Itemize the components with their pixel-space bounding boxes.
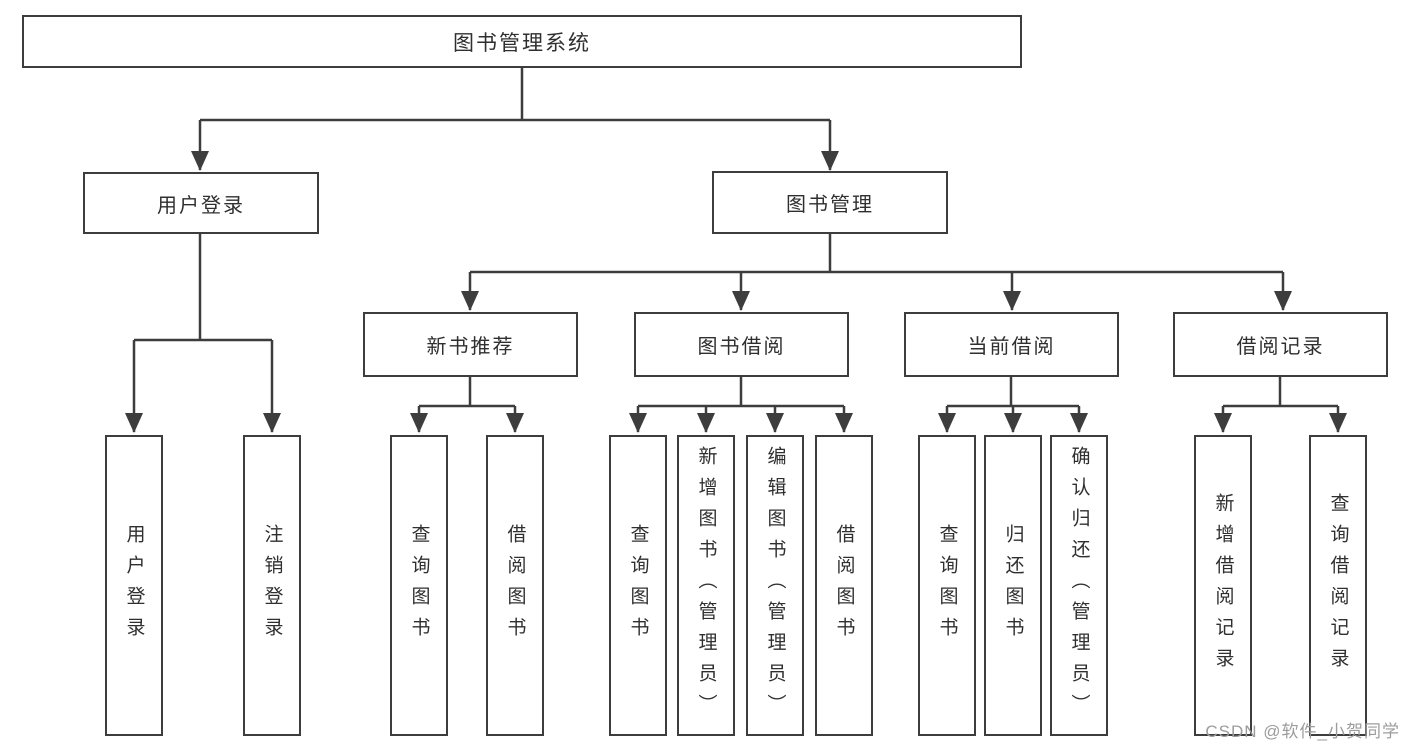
node-root-system: 图书管理系统 [22,15,1022,68]
node-book-borrowing: 图书借阅 [634,312,849,377]
node-book-management: 图书管理 [712,171,948,234]
connector-current-to-leaves [938,377,1088,433]
csdn-watermark: CSDN @软件_小贺同学 [1205,722,1400,741]
leaf-confirm-return-admin-label: 确认归还（管理员） [1068,446,1090,725]
leaf-query-books-1: 查询图书 [390,435,448,736]
node-current-borrowing: 当前借阅 [904,312,1119,377]
connector-bookmgmt-to-level3 [461,234,1292,311]
leaf-user-login-label: 用户登录 [123,523,145,648]
leaf-return-books-label: 归还图书 [1002,523,1024,648]
leaf-edit-book-admin: 编辑图书（管理员） [746,435,804,736]
leaf-query-books-3-label: 查询图书 [936,523,958,648]
leaf-query-books-2: 查询图书 [609,435,667,736]
leaf-query-books-1-label: 查询图书 [408,523,430,648]
leaf-user-login: 用户登录 [105,435,163,736]
leaf-confirm-return-admin: 确认归还（管理员） [1050,435,1108,736]
leaf-add-book-admin-label: 新增图书（管理员） [695,446,717,725]
leaf-query-borrow-record-label: 查询借阅记录 [1327,492,1349,679]
connector-borrowing-to-leaves [629,377,853,433]
node-new-book-recommend: 新书推荐 [363,312,578,377]
leaf-query-borrow-record: 查询借阅记录 [1309,435,1367,736]
connector-userlogin-to-leaves [125,234,281,433]
node-user-login: 用户登录 [83,172,319,234]
connector-newbooks-to-leaves [410,377,524,433]
leaf-query-books-3: 查询图书 [918,435,976,736]
leaf-borrow-books-1: 借阅图书 [486,435,544,736]
node-borrow-records: 借阅记录 [1173,312,1388,377]
connector-root-to-level2 [191,68,839,171]
leaf-add-borrow-record: 新增借阅记录 [1194,435,1252,736]
leaf-logout-label: 注销登录 [261,523,283,648]
leaf-logout: 注销登录 [243,435,301,736]
leaf-return-books: 归还图书 [984,435,1042,736]
leaf-add-borrow-record-label: 新增借阅记录 [1212,492,1234,679]
leaf-edit-book-admin-label: 编辑图书（管理员） [764,446,786,725]
connector-records-to-leaves [1214,377,1347,433]
leaf-borrow-books-1-label: 借阅图书 [504,523,526,648]
leaf-borrow-books-2: 借阅图书 [815,435,873,736]
leaf-query-books-2-label: 查询图书 [627,523,649,648]
leaf-add-book-admin: 新增图书（管理员） [677,435,735,736]
leaf-borrow-books-2-label: 借阅图书 [833,523,855,648]
